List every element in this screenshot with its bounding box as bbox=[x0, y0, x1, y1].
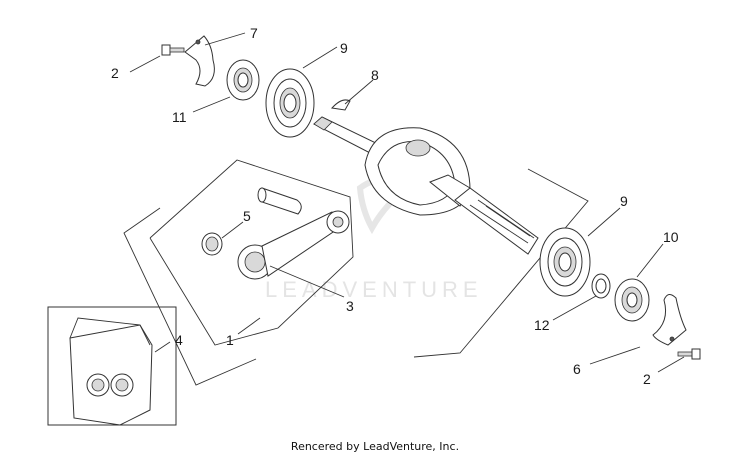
callout-11: 11 bbox=[172, 109, 187, 125]
callout-1: 1 bbox=[226, 332, 234, 348]
oil-seal-right bbox=[614, 278, 650, 322]
oil-seal-top bbox=[226, 59, 260, 101]
callout-6: 6 bbox=[573, 361, 581, 377]
callout-12: 12 bbox=[534, 317, 550, 333]
callout-9-right: 9 bbox=[620, 193, 628, 209]
connecting-rod bbox=[237, 210, 350, 280]
callout-10: 10 bbox=[663, 229, 679, 245]
assembly-frame-1 bbox=[123, 168, 589, 386]
callout-5: 5 bbox=[243, 208, 251, 224]
ball-bearing-top bbox=[265, 68, 315, 138]
callout-4: 4 bbox=[175, 332, 183, 348]
callout-2-top: 2 bbox=[111, 65, 119, 81]
leader-lines bbox=[129, 32, 685, 373]
bearing-kit-box bbox=[47, 306, 177, 426]
crank-pin bbox=[257, 187, 302, 215]
bolt-right bbox=[677, 348, 701, 360]
bolt-top bbox=[161, 44, 185, 56]
watermark-text: LEADVENTURE bbox=[265, 277, 483, 302]
callout-8: 8 bbox=[371, 67, 379, 83]
half-clip-bracket-top bbox=[184, 35, 215, 87]
callout-7: 7 bbox=[250, 25, 258, 41]
ball-bearing-right bbox=[539, 227, 591, 297]
callout-3: 3 bbox=[346, 298, 354, 314]
callout-2-right: 2 bbox=[643, 371, 651, 387]
callout-9-top: 9 bbox=[340, 40, 348, 56]
needle-bearing bbox=[201, 232, 223, 256]
assembly-frame-3 bbox=[149, 159, 354, 346]
half-clip-bracket-right bbox=[652, 294, 687, 346]
spacer-ring bbox=[591, 273, 611, 299]
woodruff-key bbox=[331, 99, 351, 111]
crankshaft bbox=[313, 116, 539, 255]
credit-footer: Rencered by LeadVenture, Inc. bbox=[290, 440, 460, 453]
